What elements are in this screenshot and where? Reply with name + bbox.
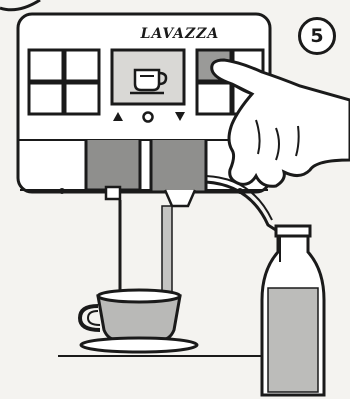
- pointing-hand: [212, 60, 350, 186]
- step-number-badge: 5: [298, 17, 336, 55]
- selection-button[interactable]: [65, 50, 99, 81]
- selection-button[interactable]: [65, 83, 99, 114]
- milk-nozzle: [165, 190, 195, 206]
- selection-button[interactable]: [29, 50, 63, 81]
- brand-logo: LAVAZZA: [140, 26, 220, 42]
- selection-button[interactable]: [29, 83, 63, 114]
- coffee-spout-right: [151, 140, 206, 192]
- coffee-spout-left: [86, 140, 140, 190]
- milk-stream: [162, 206, 172, 296]
- left-button-grid[interactable]: [29, 50, 99, 114]
- coffee-nozzle: [106, 187, 120, 199]
- corner-decoration: [0, 0, 40, 10]
- selection-button[interactable]: [197, 83, 231, 114]
- machine-foot: [59, 188, 65, 194]
- milk-bottle: [262, 226, 324, 395]
- cup: [80, 290, 197, 352]
